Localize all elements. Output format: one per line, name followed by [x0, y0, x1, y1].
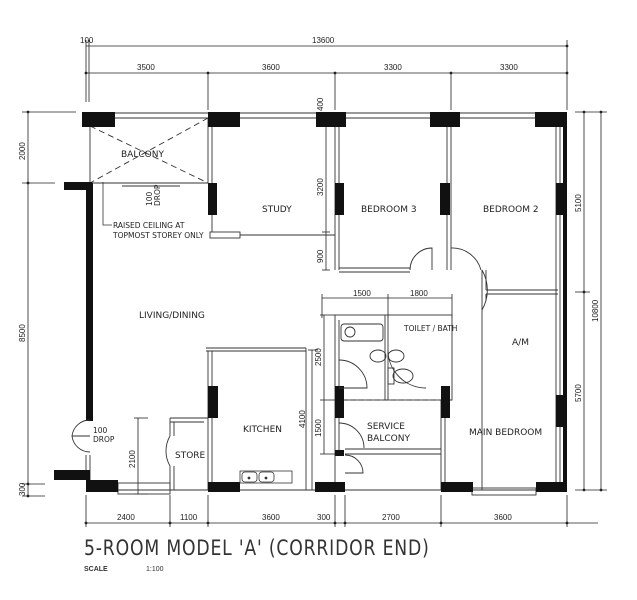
structural-columns [54, 112, 567, 492]
room-label-common-bath: TOILET / BATH [403, 324, 457, 333]
dim-bottom-3: 3600 [262, 513, 280, 522]
dim-left-3: 300 [18, 482, 27, 496]
note-raised-ceiling-2: TOPMOST STOREY ONLY [112, 231, 204, 240]
room-label-kitchen: KITCHEN [243, 425, 282, 435]
dim-study-gap: 900 [316, 249, 325, 263]
room-label-study: STUDY [262, 205, 292, 215]
note-raised-ceiling-1: RAISED CEILING AT [113, 221, 185, 230]
dim-bottom-4: 300 [317, 513, 331, 522]
dim-top-overall: 13600 [312, 36, 335, 45]
scale-label: SCALE [84, 566, 108, 573]
dim-right-2: 5700 [574, 384, 583, 402]
dim-top-offset: 100 [80, 36, 94, 45]
dim-bottom-5: 2700 [382, 513, 400, 522]
dim-wall-400: 400 [316, 97, 325, 111]
room-label-main-bedroom: MAIN BEDROOM [469, 428, 542, 438]
kitchen-sink-icon [239, 470, 293, 484]
dim-top-2: 3600 [262, 63, 280, 72]
scale-value: 1:100 [146, 566, 164, 573]
door-swings [71, 247, 488, 474]
dim-bottom-2: 1100 [180, 513, 198, 522]
dim-bath-2: 1800 [410, 289, 428, 298]
thin-walls [85, 112, 567, 496]
room-label-living-dining: LIVING/DINING [139, 311, 205, 321]
dimension-ticks [26, 44, 603, 525]
note-drop-value-balcony: 100 [145, 191, 154, 206]
dim-bottom-6: 3600 [494, 513, 512, 522]
dim-top-3: 3300 [384, 63, 402, 72]
dim-right-overall: 10800 [591, 299, 600, 322]
room-label-store: STORE [175, 451, 206, 461]
dim-bath-1: 1500 [353, 289, 371, 298]
basin-icon [369, 349, 387, 363]
room-label-bedroom3: BEDROOM 3 [361, 205, 417, 215]
dim-store-height: 2100 [128, 450, 137, 468]
dim-right-1: 5100 [574, 194, 583, 212]
dim-bath-height: 2500 [314, 348, 323, 366]
dim-top-4: 3300 [500, 63, 518, 72]
dim-bottom-1: 2400 [117, 513, 135, 522]
bathroom-fixtures [340, 323, 414, 385]
dim-study-height: 3200 [316, 178, 325, 196]
dim-left-2: 8500 [18, 324, 27, 342]
note-drop-label-balcony: DROP [153, 184, 162, 206]
dim-left-1: 2000 [18, 142, 27, 160]
bathtub-icon [340, 323, 384, 342]
note-leader-line [102, 182, 112, 226]
room-label-balcony: BALCONY [121, 150, 164, 160]
room-label-service-balcony-2: BALCONY [367, 434, 410, 444]
room-label-attached-bath: A/M [512, 338, 529, 348]
note-drop-value-entrance: 100 [93, 426, 108, 435]
note-drop-label-entrance: DROP [93, 435, 115, 444]
dim-kitchen-height: 4100 [298, 410, 307, 428]
toilet-icon [387, 367, 395, 385]
drawing-title: 5-ROOM MODEL 'A' (CORRIDOR END) [84, 536, 430, 560]
dim-service-height: 1500 [314, 419, 323, 437]
room-label-bedroom2: BEDROOM 2 [483, 205, 539, 215]
room-label-service-balcony-1: SERVICE [367, 422, 405, 432]
dimension-lines [22, 40, 607, 527]
dim-top-1: 3500 [137, 63, 155, 72]
